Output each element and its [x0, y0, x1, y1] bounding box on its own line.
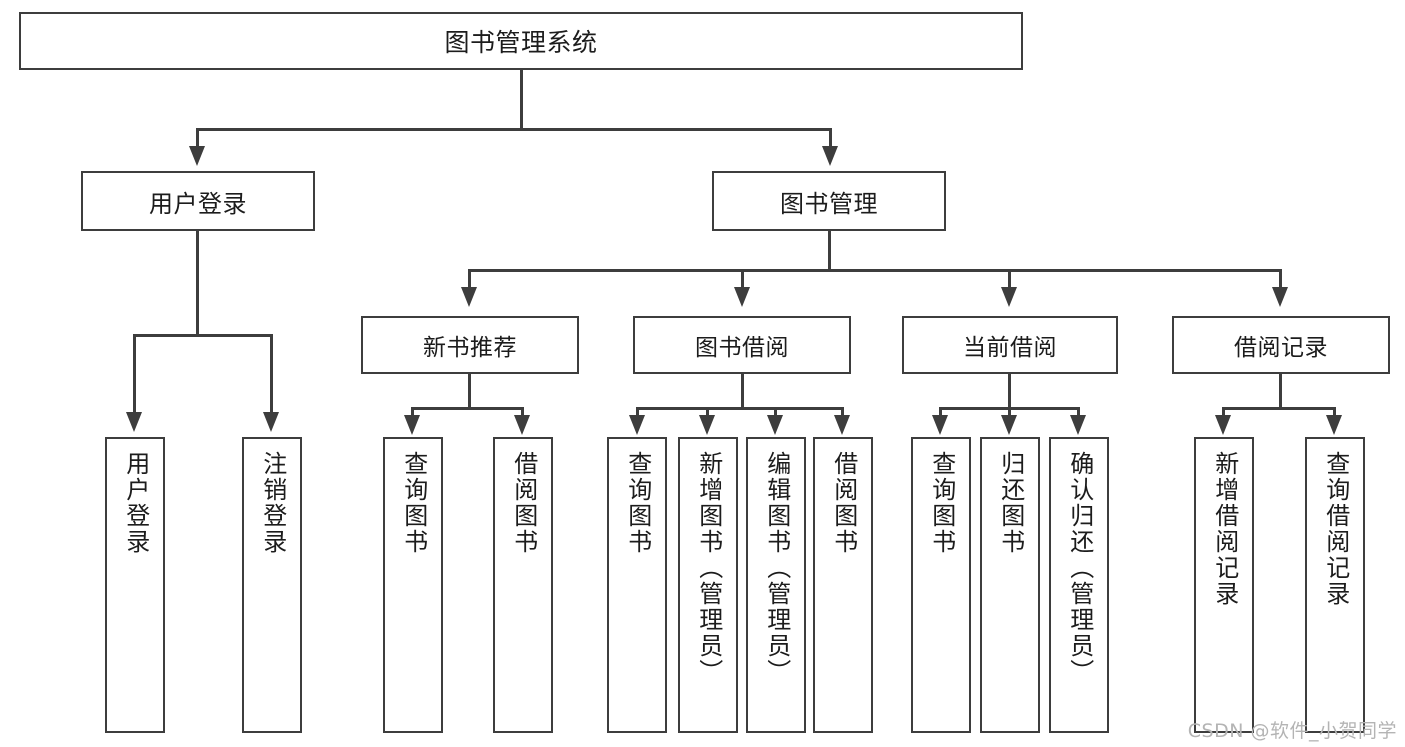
arrowhead-book-borrow-leaf2: [699, 415, 715, 435]
connector-borrow-record-leaf1: [1222, 407, 1225, 419]
node-label: 新增借阅记录: [1210, 451, 1239, 607]
connector-user-login-stem: [196, 231, 199, 337]
leaf-user-login-login[interactable]: 用户登录: [105, 437, 165, 733]
node-user-login[interactable]: 用户登录: [81, 171, 315, 231]
connector-current-borrow-stem: [1008, 374, 1011, 410]
arrowhead-book-borrow-leaf4: [834, 415, 850, 435]
connector-root-to-book-manage: [829, 128, 832, 148]
connector-current-borrow-leaf1: [939, 407, 942, 419]
connector-current-borrow-leaf3: [1077, 407, 1080, 419]
arrowhead-to-user-login: [189, 146, 205, 166]
arrowhead-current-borrow-leaf1: [932, 415, 948, 435]
node-label: 查询借阅记录: [1321, 451, 1350, 607]
node-label: 图书借阅: [695, 335, 789, 361]
connector-root-stem: [520, 70, 523, 130]
leaf-new-book-query[interactable]: 查询图书: [383, 437, 443, 733]
node-label: 归还图书: [996, 451, 1025, 555]
node-label: 新书推荐: [423, 335, 517, 361]
node-label: 查询图书: [927, 451, 956, 555]
connector-book-borrow-leaf3: [774, 407, 777, 419]
node-label: 确认归还（管理员）: [1065, 451, 1094, 685]
arrowhead-current-borrow-leaf2: [1001, 415, 1017, 435]
connector-borrow-record-leaf2: [1333, 407, 1336, 419]
arrowhead-current-borrow-leaf3: [1070, 415, 1086, 435]
connector-root-to-user-login: [196, 128, 199, 148]
node-label: 注销登录: [258, 451, 287, 555]
connector-new-book-bus: [411, 407, 524, 410]
node-label: 查询图书: [399, 451, 428, 555]
arrowhead-new-book-leaf2: [514, 415, 530, 435]
node-label: 当前借阅: [963, 335, 1057, 361]
arrowhead-to-current-borrow: [1001, 287, 1017, 307]
connector-level2-bus: [468, 269, 1282, 272]
leaf-current-borrow-return[interactable]: 归还图书: [980, 437, 1040, 733]
arrowhead-to-book-manage: [822, 146, 838, 166]
arrowhead-borrow-record-leaf1: [1215, 415, 1231, 435]
node-label: 图书管理: [780, 189, 878, 218]
node-current-borrow[interactable]: 当前借阅: [902, 316, 1118, 374]
leaf-current-borrow-query[interactable]: 查询图书: [911, 437, 971, 733]
connector-new-book-leaf1: [411, 407, 414, 419]
node-label: 新增图书（管理员）: [694, 451, 723, 685]
node-label: 借阅图书: [509, 451, 538, 555]
connector-to-borrow-record: [1279, 269, 1282, 289]
node-root-system[interactable]: 图书管理系统: [19, 12, 1023, 70]
leaf-current-borrow-confirm[interactable]: 确认归还（管理员）: [1049, 437, 1109, 733]
connector-to-current-borrow: [1008, 269, 1011, 289]
arrowhead-user-login-leaf2: [263, 412, 279, 432]
node-book-borrow[interactable]: 图书借阅: [633, 316, 851, 374]
arrowhead-to-borrow-record: [1272, 287, 1288, 307]
arrowhead-to-new-book: [461, 287, 477, 307]
connector-user-login-leaf2: [270, 334, 273, 414]
connector-new-book-leaf2: [521, 407, 524, 419]
connector-to-book-borrow: [741, 269, 744, 289]
node-label: 用户登录: [121, 451, 150, 555]
leaf-book-borrow-borrow[interactable]: 借阅图书: [813, 437, 873, 733]
leaf-book-borrow-edit[interactable]: 编辑图书（管理员）: [746, 437, 806, 733]
leaf-borrow-record-add[interactable]: 新增借阅记录: [1194, 437, 1254, 733]
connector-to-new-book: [468, 269, 471, 289]
connector-new-book-stem: [468, 374, 471, 410]
connector-borrow-record-stem: [1279, 374, 1282, 410]
node-label: 借阅记录: [1234, 335, 1328, 361]
connector-book-borrow-stem: [741, 374, 744, 410]
arrowhead-book-borrow-leaf1: [629, 415, 645, 435]
connector-book-borrow-leaf1: [636, 407, 639, 419]
arrowhead-new-book-leaf1: [404, 415, 420, 435]
leaf-user-login-logout[interactable]: 注销登录: [242, 437, 302, 733]
connector-book-borrow-leaf2: [706, 407, 709, 419]
connector-user-login-leaf1: [133, 334, 136, 414]
node-label: 借阅图书: [829, 451, 858, 555]
node-label: 编辑图书（管理员）: [762, 451, 791, 685]
connector-book-borrow-bus: [636, 407, 843, 410]
connector-book-borrow-leaf4: [841, 407, 844, 419]
node-label: 用户登录: [149, 189, 247, 218]
node-book-management[interactable]: 图书管理: [712, 171, 946, 231]
connector-book-manage-stem: [828, 231, 831, 271]
arrowhead-to-book-borrow: [734, 287, 750, 307]
arrowhead-book-borrow-leaf3: [767, 415, 783, 435]
node-new-book-recommend[interactable]: 新书推荐: [361, 316, 579, 374]
connector-current-borrow-leaf2: [1008, 407, 1011, 419]
connector-user-login-bus: [133, 334, 273, 337]
arrowhead-borrow-record-leaf2: [1326, 415, 1342, 435]
leaf-borrow-record-query[interactable]: 查询借阅记录: [1305, 437, 1365, 733]
arrowhead-user-login-leaf1: [126, 412, 142, 432]
leaf-book-borrow-add[interactable]: 新增图书（管理员）: [678, 437, 738, 733]
node-borrow-record[interactable]: 借阅记录: [1172, 316, 1390, 374]
leaf-new-book-borrow[interactable]: 借阅图书: [493, 437, 553, 733]
node-label: 图书管理系统: [444, 28, 598, 57]
node-label: 查询图书: [623, 451, 652, 555]
connector-borrow-record-bus: [1222, 407, 1336, 410]
leaf-book-borrow-query[interactable]: 查询图书: [607, 437, 667, 733]
connector-root-bus: [196, 128, 832, 131]
